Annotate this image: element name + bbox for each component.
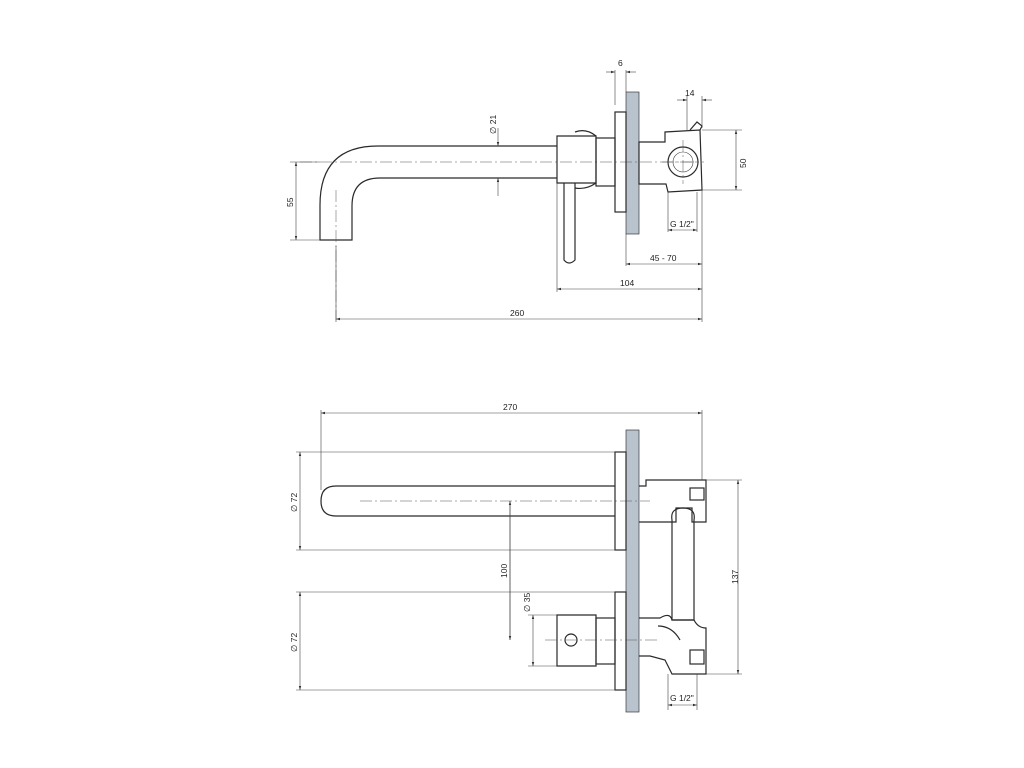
dim-thread-side: G 1/2": [670, 219, 694, 229]
outlet-centerlines: [662, 140, 704, 184]
lower-body-contour: [657, 625, 681, 641]
lower-outlet-nut: [689, 649, 705, 665]
dim-outlet-offset: 14: [685, 88, 695, 98]
dim-rosette-lower: ∅ 72: [289, 633, 299, 652]
side-view: 6 14 ∅ 21 50 55 G 1/2" 45 - 70 104: [285, 58, 748, 322]
vertical-pipe-top: [671, 507, 695, 621]
dim-total-length: 270: [503, 402, 517, 412]
upper-outlet-nut: [689, 487, 705, 501]
outlet-tab: [689, 121, 703, 131]
handle-collar-top: [595, 617, 616, 665]
wall-section-side: [625, 91, 640, 235]
dim-wall-plate: 6: [618, 58, 623, 68]
dim-handle-diameter: ∅ 35: [522, 593, 532, 612]
handle-body-side: [556, 135, 597, 184]
rosette-flange-side: [614, 111, 627, 213]
handle-top: [556, 614, 597, 667]
spout-pipe-side: [319, 145, 557, 241]
rosette-lower-top: [614, 591, 627, 691]
dim-center-distance: 100: [499, 564, 509, 578]
dim-body-height: 50: [738, 158, 748, 168]
handle-shoulder: [574, 130, 597, 190]
handle-lever-side: [563, 183, 576, 264]
dim-spout-diameter: ∅ 21: [488, 115, 498, 134]
embedded-body-upper: [639, 479, 707, 523]
dim-spout-drop: 55: [285, 197, 295, 207]
top-view: 270 ∅ 72 100 ∅ 35 ∅ 72 137 G 1/2": [289, 402, 742, 713]
dim-rosette-upper: ∅ 72: [289, 493, 299, 512]
dim-mixer-length: 104: [620, 278, 634, 288]
spout-pipe-top: [320, 485, 615, 517]
dim-spout-length: 260: [510, 308, 524, 318]
embedded-body-side: [638, 129, 703, 193]
dim-depth-range: 45 - 70: [650, 253, 677, 263]
dim-body-height-top: 137: [730, 570, 740, 584]
embedded-body-lower: [639, 614, 707, 675]
rosette-upper-top: [614, 451, 627, 551]
wall-section-top: [625, 429, 640, 713]
dim-thread-top: G 1/2": [670, 693, 694, 703]
